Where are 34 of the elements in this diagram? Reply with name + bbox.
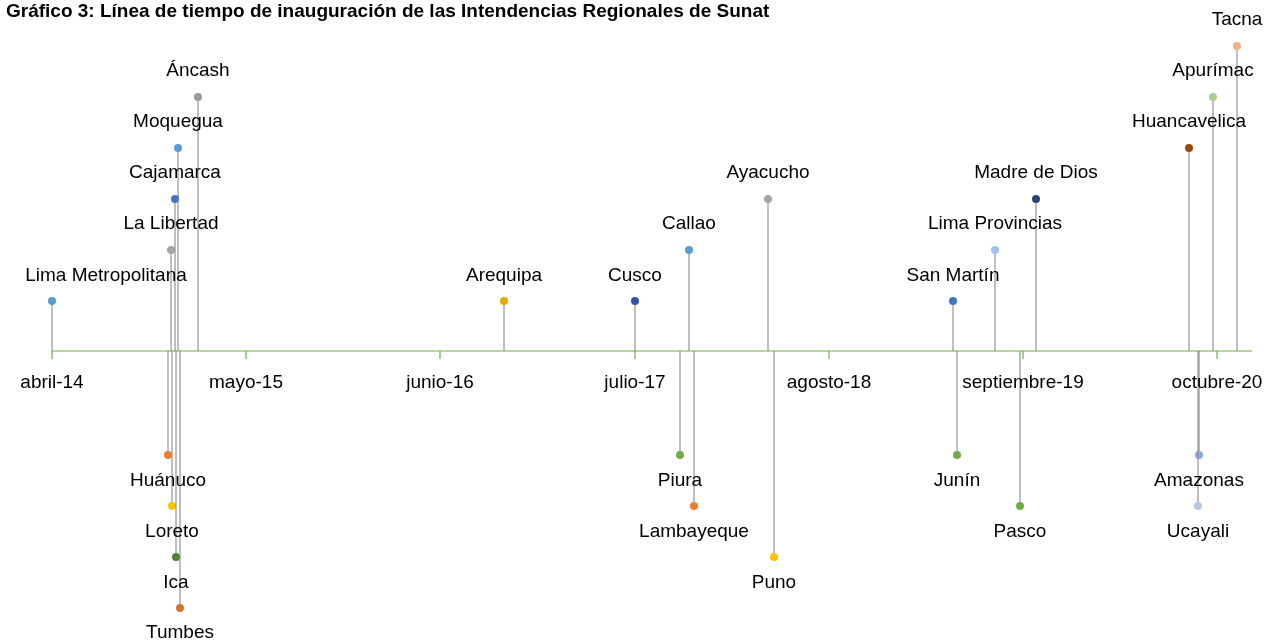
region-label: San Martín (906, 264, 1000, 286)
region-label: Pasco (993, 520, 1047, 542)
region-label: Ayacucho (726, 161, 810, 183)
region-label: Amazonas (1154, 469, 1244, 491)
region-label: Ica (163, 571, 189, 593)
region-label: Ucayali (1166, 520, 1230, 542)
region-label: Puno (751, 571, 797, 593)
region-label: Piura (657, 469, 703, 491)
region-label: Huánuco (129, 469, 207, 491)
region-label: Lima Provincias (927, 212, 1063, 234)
region-label: Tacna (1211, 8, 1263, 30)
region-label: Apurímac (1172, 59, 1254, 81)
chart-title: Gráfico 3: Línea de tiempo de inauguración de las Intendencias Regionales de Sunat (6, 0, 770, 22)
region-label: Arequipa (465, 264, 543, 286)
date-tick-label: agosto-18 (786, 371, 872, 393)
region-label: La Libertad (123, 212, 219, 234)
region-label: Callao (662, 212, 716, 234)
region-label: Huancavelica (1131, 110, 1247, 132)
region-label: Lima Metropolitana (25, 264, 187, 286)
region-label: Tumbes (146, 621, 214, 643)
region-label: Junín (933, 469, 981, 491)
region-label: Loreto (145, 520, 199, 542)
date-tick-label: octubre-20 (1171, 371, 1263, 393)
region-label: Lambayeque (639, 520, 749, 542)
date-tick-label: mayo-15 (209, 371, 283, 393)
region-label: Madre de Dios (974, 161, 1098, 183)
date-tick-label: julio-17 (604, 371, 666, 393)
region-label: Cajamarca (129, 161, 221, 183)
date-tick-label: junio-16 (406, 371, 474, 393)
region-label: Áncash (166, 59, 230, 81)
date-tick-label: abril-14 (20, 371, 84, 393)
date-tick-label: septiembre-19 (962, 371, 1084, 393)
region-label: Cusco (608, 264, 662, 286)
region-label: Moquegua (133, 110, 223, 132)
